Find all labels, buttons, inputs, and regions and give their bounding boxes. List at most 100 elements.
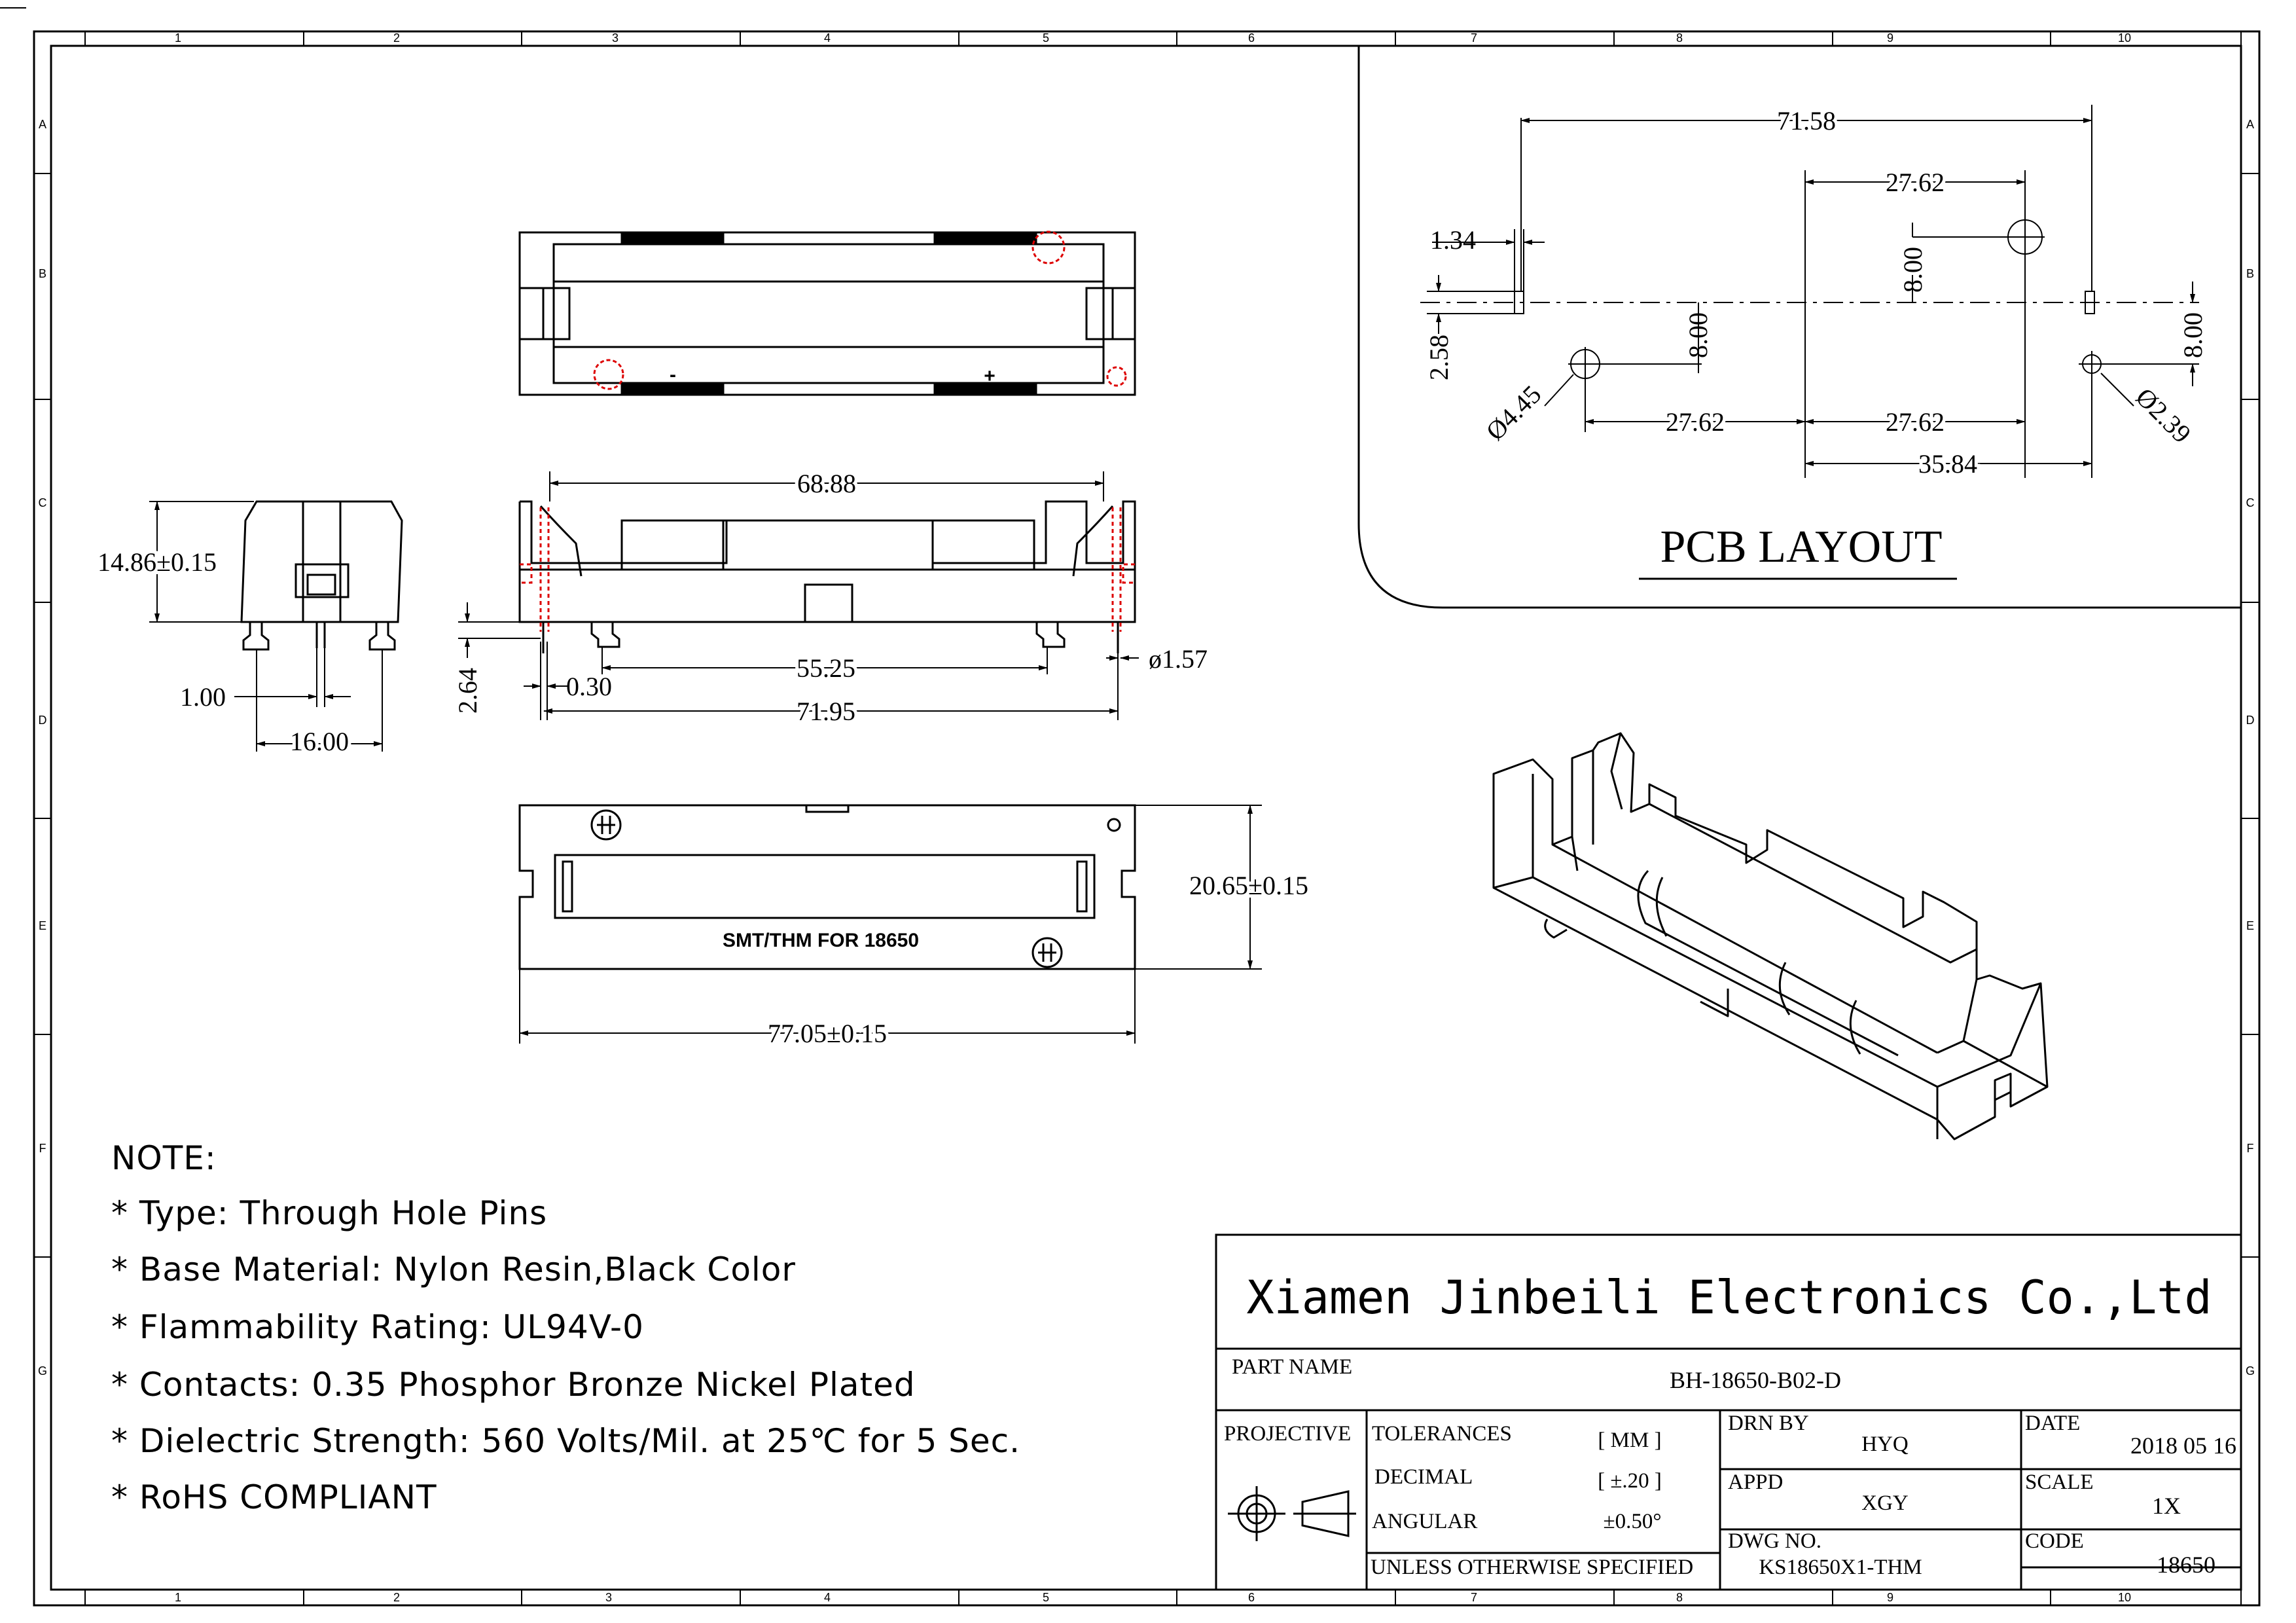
scale-value: 1X — [2152, 1493, 2181, 1519]
note-item: * Dielectric Strength: 560 Volts/Mil. at… — [111, 1422, 1020, 1460]
col-label: 4 — [824, 31, 831, 45]
decimal-label: DECIMAL — [1374, 1465, 1473, 1489]
part-name-value: BH-18650-B02-D — [1670, 1367, 1841, 1393]
note-item: * Contacts: 0.35 Phosphor Bronze Nickel … — [111, 1366, 916, 1404]
decimal-value: [ ±.20 ] — [1598, 1469, 1662, 1493]
pcb-dim-v-right: 8.00 — [2178, 312, 2208, 358]
row-label: E — [2246, 919, 2254, 932]
title-block-frame — [1215, 1233, 2242, 1591]
pcb-dim-small-hole: Ø2.39 — [2130, 382, 2197, 449]
note-item: * Flammability Rating: UL94V-0 — [111, 1308, 644, 1346]
col-label: 8 — [1676, 1591, 1683, 1604]
dim-contact-span: 68.88 — [797, 469, 856, 498]
drn-by-value: HYQ — [1861, 1432, 1909, 1456]
col-label: 2 — [393, 31, 400, 45]
row-label: C — [39, 496, 47, 509]
appd-label: APPD — [1728, 1470, 1783, 1494]
col-label: 6 — [1248, 1591, 1255, 1604]
pcb-dim-slot-width: 1.34 — [1430, 225, 1476, 255]
row-label: F — [39, 1142, 46, 1155]
minus-mark: - — [670, 364, 676, 386]
col-label: 6 — [1248, 31, 1255, 45]
row-label: C — [2246, 496, 2255, 509]
row-label: G — [38, 1364, 47, 1377]
code-value: 18650 — [2157, 1552, 2215, 1578]
row-label: B — [39, 267, 46, 280]
date-value: 2018 05 16 — [2130, 1432, 2236, 1459]
dim-pin-width: 1.00 — [180, 682, 226, 712]
dwg-no-value: KS18650X1-THM — [1759, 1556, 1922, 1579]
pcb-dim-top-offset: 27.62 — [1886, 168, 1945, 197]
bottom-marking: SMT/THM FOR 18650 — [723, 930, 919, 951]
zone-labels: 1 2 3 4 5 6 7 8 9 10 1 2 3 4 5 6 7 8 9 1… — [38, 31, 2255, 1604]
dim-pin-diameter: ø1.57 — [1149, 644, 1208, 674]
notes: NOTE: * Type: Through Hole Pins * Base M… — [111, 1139, 1020, 1516]
row-label: B — [2246, 267, 2254, 280]
plus-mark: + — [984, 365, 996, 387]
row-label: E — [39, 919, 46, 932]
row-label: A — [39, 118, 46, 131]
row-label: A — [2246, 118, 2254, 131]
projection-symbol-icon — [1228, 1486, 1356, 1541]
dwg-no-label: DWG NO. — [1728, 1529, 1821, 1553]
pcb-dim-bottom-left: 27.62 — [1666, 407, 1725, 437]
col-label: 5 — [1043, 1591, 1049, 1604]
front-view-contacts-red — [520, 507, 1135, 632]
col-label: 3 — [605, 1591, 612, 1604]
dim-hole-span: 55.25 — [797, 653, 855, 683]
drn-by-label: DRN BY — [1728, 1412, 1809, 1435]
pcb-layout-frame — [1357, 46, 2241, 609]
col-label: 7 — [1471, 1591, 1477, 1604]
col-label: 10 — [2118, 31, 2131, 45]
note-item: * Type: Through Hole Pins — [111, 1194, 547, 1232]
col-label: 1 — [175, 31, 181, 45]
col-label: 10 — [2118, 1591, 2131, 1604]
end-view-dims — [149, 501, 383, 752]
pcb-dim-bottom-right: 35.84 — [1918, 449, 1977, 479]
dim-height: 14.86±0.15 — [98, 547, 217, 577]
pcb-layout — [1420, 105, 2199, 478]
pcb-dim-v-upper: 8.00 — [1898, 247, 1928, 293]
col-label: 5 — [1043, 31, 1049, 45]
part-name-label: PART NAME — [1232, 1355, 1352, 1379]
dim-standoff: 2.64 — [453, 668, 482, 714]
dim-length: 77.05±0.15 — [768, 1019, 887, 1048]
note-item: * Base Material: Nylon Resin,Black Color — [111, 1250, 796, 1288]
tolerances-label: TOLERANCES — [1372, 1422, 1512, 1446]
unless-specified: UNLESS OTHERWISE SPECIFIED — [1371, 1556, 1693, 1579]
col-label: 8 — [1676, 31, 1683, 45]
bottom-view-dims — [519, 805, 1262, 1044]
top-view — [518, 230, 1136, 396]
date-label: DATE — [2025, 1412, 2080, 1435]
note-item: * RoHS COMPLIANT — [111, 1478, 437, 1516]
sheet-frame — [0, 7, 2261, 1607]
front-view — [518, 500, 1136, 653]
end-view — [240, 500, 403, 651]
col-label: 4 — [824, 1591, 831, 1604]
pcb-dim-big-hole: Ø4.45 — [1480, 380, 1547, 447]
row-label: G — [2246, 1364, 2255, 1377]
projective-label: PROJECTIVE — [1224, 1422, 1351, 1446]
pcb-dim-bottom-mid: 27.62 — [1886, 407, 1945, 437]
isometric-view — [1492, 732, 2049, 1140]
dim-pin-spacing: 16.00 — [290, 727, 349, 756]
pcb-layout-title: PCB LAYOUT — [1660, 522, 1942, 572]
pcb-dim-overall: 71.58 — [1777, 106, 1836, 136]
pcb-dim-v-left: 8.00 — [1683, 312, 1713, 358]
col-label: 9 — [1887, 1591, 1893, 1604]
angular-value: ±0.50° — [1603, 1510, 1661, 1533]
company-name: Xiamen Jinbeili Electronics Co.,Ltd — [1246, 1271, 2212, 1324]
appd-value: XGY — [1861, 1491, 1909, 1515]
col-label: 9 — [1887, 31, 1893, 45]
row-label: D — [39, 714, 47, 727]
tolerances-unit: [ MM ] — [1598, 1429, 1661, 1452]
col-label: 3 — [612, 31, 619, 45]
dim-pin-thickness: 0.30 — [566, 672, 612, 701]
notes-title: NOTE: — [111, 1139, 217, 1177]
code-label: CODE — [2025, 1529, 2084, 1553]
dim-width: 20.65±0.15 — [1189, 871, 1308, 900]
pcb-dim-slot-height: 2.58 — [1424, 335, 1454, 380]
row-label: F — [2247, 1142, 2254, 1155]
col-label: 7 — [1471, 31, 1477, 45]
